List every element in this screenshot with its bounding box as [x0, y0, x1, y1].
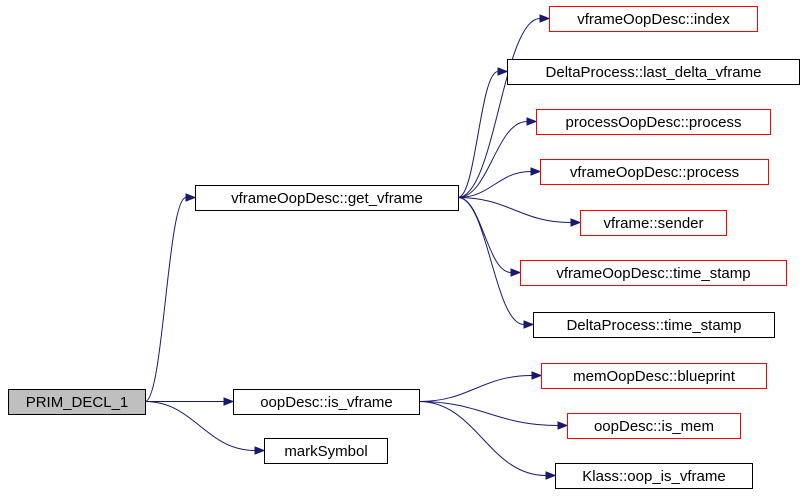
node-get-vframe[interactable]: vframeOopDesc::get_vframe [195, 185, 459, 211]
nodes-layer: PRIM_DECL_1 vframeOopDesc::get_vframeoopD… [8, 6, 800, 489]
edge-arrowhead [530, 167, 542, 176]
node-label: vframeOopDesc::get_vframe [231, 190, 423, 207]
edge-arrowhead [557, 421, 569, 430]
node-box[interactable] [540, 159, 769, 185]
edge-arrowhead [510, 268, 522, 277]
node-box[interactable] [264, 438, 388, 464]
node-vframe-sender[interactable]: vframe::sender [580, 210, 727, 236]
node-vf-index[interactable]: vframeOopDesc::index [549, 6, 758, 32]
node-label: markSymbol [284, 443, 367, 460]
node-label: vframe::sender [603, 215, 703, 232]
node-label: DeltaProcess::time_stamp [566, 317, 741, 334]
edge-arrowhead [497, 67, 509, 76]
edge-is_vframe-to-mem_blueprint [418, 375, 533, 402]
node-prim-decl-1[interactable]: PRIM_DECL_1 [8, 389, 146, 415]
edge-is_vframe-to-klass_oop_is_vframe [418, 401, 547, 476]
edge-arrowhead [254, 446, 266, 455]
node-label: vframeOopDesc::time_stamp [556, 265, 750, 282]
node-label: Klass::oop_is_vframe [582, 468, 725, 485]
edge-get_vframe-to-vf_time_stamp [457, 197, 512, 273]
edge-get_vframe-to-dp_time_stamp [457, 197, 525, 325]
node-box[interactable] [520, 260, 787, 286]
node-klass-oop-is-vframe[interactable]: Klass::oop_is_vframe [555, 463, 753, 489]
edge-get_vframe-to-vframe_sender [457, 197, 572, 223]
node-vf-time-stamp[interactable]: vframeOopDesc::time_stamp [520, 260, 787, 286]
edge-get_vframe-to-last_delta_vframe [457, 71, 499, 198]
node-is-vframe[interactable]: oopDesc::is_vframe [233, 389, 420, 415]
node-label: oopDesc::is_vframe [260, 394, 393, 411]
node-box[interactable] [555, 463, 753, 489]
edge-get_vframe-to-vf_index [457, 18, 541, 198]
node-label: oopDesc::is_mem [594, 418, 714, 435]
edge-prim_decl_1-to-get_vframe [144, 197, 187, 402]
node-last-delta-vframe[interactable]: DeltaProcess::last_delta_vframe [507, 59, 800, 85]
node-label: memOopDesc::blueprint [573, 368, 736, 385]
edge-is_vframe-to-is_mem [418, 401, 559, 426]
edge-arrowhead [570, 218, 582, 227]
node-box[interactable] [567, 413, 741, 439]
node-mem-blueprint[interactable]: memOopDesc::blueprint [541, 363, 767, 389]
node-box[interactable] [536, 109, 771, 135]
edge-arrowhead [539, 14, 551, 23]
node-label: PRIM_DECL_1 [26, 394, 129, 411]
node-label: vframeOopDesc::index [577, 11, 730, 28]
edge-arrowhead [545, 471, 557, 480]
edge-get_vframe-to-process_process [457, 121, 528, 198]
node-process-process[interactable]: processOopDesc::process [536, 109, 771, 135]
edge-arrowhead [526, 117, 538, 126]
node-box[interactable] [195, 185, 459, 211]
node-label: DeltaProcess::last_delta_vframe [546, 64, 762, 81]
node-is-mem[interactable]: oopDesc::is_mem [567, 413, 741, 439]
node-box[interactable] [533, 312, 775, 338]
edge-arrowhead [185, 193, 197, 202]
edges-layer [144, 14, 582, 480]
node-box[interactable] [580, 210, 727, 236]
edge-prim_decl_1-to-mark_symbol [144, 401, 256, 451]
edge-arrowhead [523, 320, 535, 329]
node-dp-time-stamp[interactable]: DeltaProcess::time_stamp [533, 312, 775, 338]
node-box[interactable] [507, 59, 800, 85]
node-box[interactable] [8, 389, 146, 415]
node-label: vframeOopDesc::process [570, 164, 739, 181]
node-vf-process[interactable]: vframeOopDesc::process [540, 159, 769, 185]
edge-arrowhead [223, 397, 235, 406]
node-box[interactable] [549, 6, 758, 32]
edge-get_vframe-to-vf_process [457, 171, 532, 198]
node-label: processOopDesc::process [566, 114, 742, 131]
node-box[interactable] [233, 389, 420, 415]
edge-arrowhead [531, 371, 543, 380]
node-box[interactable] [541, 363, 767, 389]
node-mark-symbol[interactable]: markSymbol [264, 438, 388, 464]
